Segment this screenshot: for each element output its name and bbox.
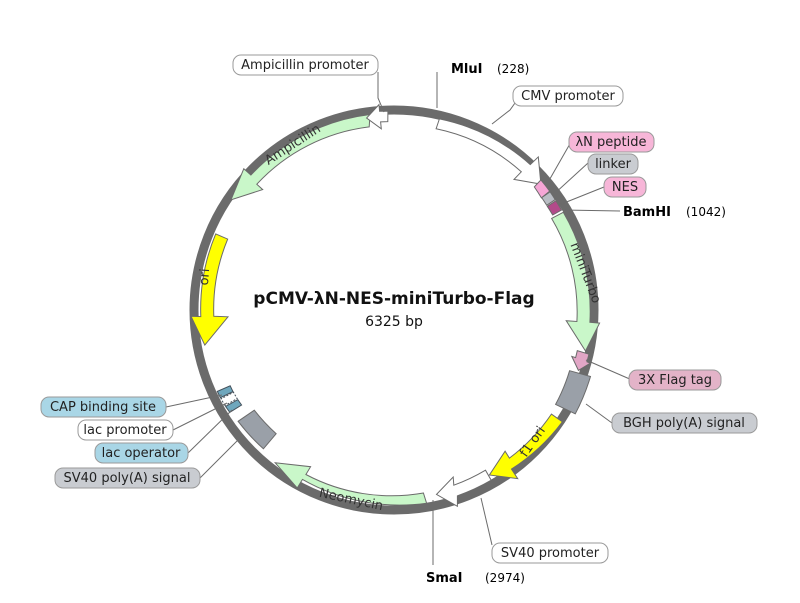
tag-sv40-promoter-text: SV40 promoter (501, 546, 600, 561)
feature-lac-operator[interactable] (224, 398, 243, 413)
feature-ampicillin[interactable] (230, 113, 371, 201)
plasmid-backbone (189, 105, 599, 515)
feature-cmv-promoter[interactable] (435, 118, 542, 185)
tag-sv40-polya-signal-text: SV40 poly(A) signal (64, 471, 191, 486)
tag-3x-flag-tag-text: 3X Flag tag (638, 373, 712, 388)
leader-lines (165, 72, 633, 565)
tag-lac-promoter-text: lac promoter (83, 423, 167, 438)
site-smai[interactable]: SmaI (2974) (426, 571, 525, 586)
tag-3x-flag-tag[interactable]: 3X Flag tag (628, 369, 722, 391)
label-ampicillin: Ampicillin (262, 121, 323, 168)
feature-3x-flag-tag[interactable] (570, 349, 592, 372)
plasmid-title: pCMV-λN-NES-miniTurbo-Flag (253, 289, 534, 309)
feature-lac-promoter[interactable] (220, 391, 238, 407)
tag-linker[interactable]: linker (587, 153, 639, 175)
site-smai-position: (2974) (485, 571, 525, 585)
feature-bgh-polya-signal[interactable] (554, 370, 592, 415)
label-ori: ori (197, 268, 213, 286)
tag-nes-text: NES (612, 180, 638, 195)
tag-lambda-n-peptide[interactable]: λN peptide (568, 131, 655, 153)
feature-nes[interactable] (546, 200, 563, 216)
tag-ampicillin-promoter[interactable]: Ampicillin promoter (232, 54, 379, 76)
site-mlui[interactable]: MluI (228) (451, 62, 529, 77)
feature-miniturbo[interactable] (550, 211, 601, 353)
tag-nes[interactable]: NES (603, 176, 647, 198)
tag-ampicillin-promoter-text: Ampicillin promoter (241, 58, 369, 73)
site-smai-name: SmaI (426, 571, 463, 586)
tag-cmv-promoter[interactable]: CMV promoter (512, 85, 624, 107)
site-mlui-position: (228) (497, 62, 529, 76)
tag-lac-promoter[interactable]: lac promoter (77, 419, 174, 441)
feature-linker[interactable] (541, 191, 556, 207)
tag-lac-operator-text: lac operator (102, 446, 181, 461)
feature-ori[interactable] (190, 233, 230, 347)
tag-cap-binding-site-text: CAP binding site (50, 400, 156, 415)
site-mlui-name: MluI (451, 62, 482, 77)
tag-sv40-polya-signal[interactable]: SV40 poly(A) signal (54, 467, 201, 489)
tag-linker-text: linker (595, 157, 632, 172)
tag-cap-binding-site[interactable]: CAP binding site (40, 396, 167, 418)
tag-lambda-n-peptide-text: λN peptide (575, 135, 646, 150)
site-bamhi-name: BamHI (623, 205, 671, 220)
plasmid-length: 6325 bp (365, 314, 423, 330)
feature-f1-ori[interactable] (488, 413, 564, 480)
site-bamhi[interactable]: BamHI (1042) (623, 205, 726, 220)
tag-cmv-promoter-text: CMV promoter (521, 89, 615, 104)
tag-bgh-polya-signal[interactable]: BGH poly(A) signal (611, 412, 758, 434)
tag-bgh-polya-signal-text: BGH poly(A) signal (623, 416, 745, 431)
feature-sv40-promoter[interactable] (435, 469, 492, 508)
site-bamhi-position: (1042) (686, 205, 726, 219)
feature-neomycin[interactable] (273, 462, 428, 506)
tag-lac-operator[interactable]: lac operator (94, 442, 189, 464)
feature-sv40-polya-signal[interactable] (237, 409, 277, 450)
tag-sv40-promoter[interactable]: SV40 promoter (491, 542, 609, 564)
